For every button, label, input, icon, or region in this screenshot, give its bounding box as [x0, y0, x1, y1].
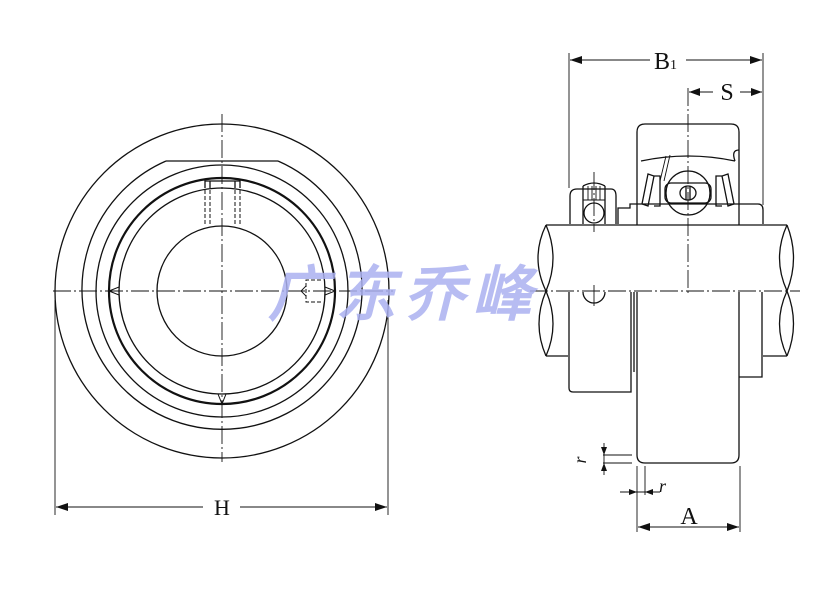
inner-ring-lower — [739, 292, 763, 378]
inner-ring-extension — [617, 203, 764, 224]
screw-hole — [582, 285, 606, 306]
housing-lower-block — [636, 292, 740, 464]
set-screw-slot — [204, 180, 241, 224]
dimension-H: H — [54, 300, 389, 520]
locking-collar — [569, 182, 617, 224]
fillet-r-horizontal-label: r — [659, 476, 667, 496]
dimension-H-label: H — [214, 495, 230, 520]
dimension-r-horizontal: r — [620, 466, 667, 496]
fillet-r-vertical-label: r — [570, 456, 590, 464]
collar-lower — [568, 292, 632, 393]
dimension-r-vertical: r — [570, 443, 632, 475]
front-view: H — [53, 114, 393, 520]
bottom-arrow-marker — [217, 393, 227, 406]
dimension-S-label: S — [720, 80, 733, 106]
shaft — [537, 224, 795, 357]
watermark-text: 广东乔峰 — [268, 260, 540, 330]
dimension-B1: B1 — [568, 49, 764, 205]
dimension-A-label: A — [680, 504, 698, 530]
side-view: B1 S r r — [530, 49, 800, 532]
dimension-A: A — [636, 466, 741, 532]
dimension-S: S — [689, 80, 762, 106]
dimension-B1-label: B1 — [654, 49, 677, 75]
